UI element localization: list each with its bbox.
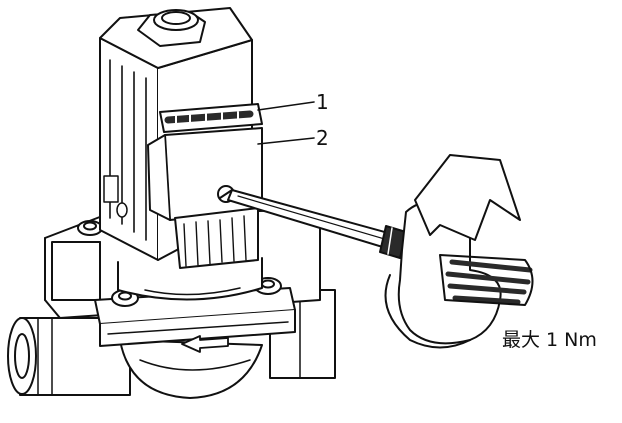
screw-icon — [111, 277, 282, 307]
leader-lines — [257, 101, 315, 145]
screwdriver-icon — [227, 189, 407, 259]
torque-label: 最大 1 Nm — [502, 329, 597, 351]
callout-1-label: 1 — [316, 90, 329, 114]
callout-2-label: 2 — [316, 126, 329, 150]
rotation-arrow-icon — [384, 154, 534, 349]
